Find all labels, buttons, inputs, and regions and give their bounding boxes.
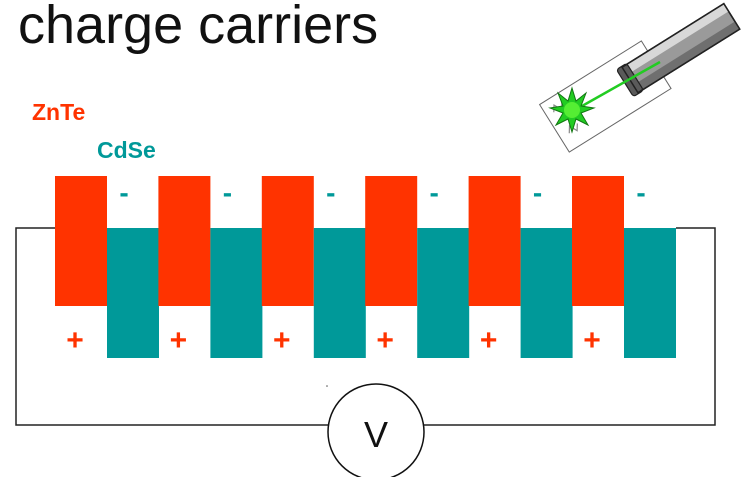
znte-bar <box>572 176 624 306</box>
cdse-bar <box>417 228 470 358</box>
circuit-wire <box>15 227 716 426</box>
voltmeter: V <box>327 383 425 477</box>
negative-charge: - <box>636 177 645 208</box>
positive-charge: + <box>583 324 601 357</box>
znte-bar <box>158 176 211 306</box>
positive-charge: + <box>170 324 188 357</box>
cdse-label: CdSe <box>97 137 156 163</box>
positive-charge: + <box>376 324 394 357</box>
negative-charge: - <box>430 177 439 208</box>
laser-tube <box>616 2 741 97</box>
cdse-bar <box>520 228 573 358</box>
cdse-bar <box>624 228 676 358</box>
voltmeter-label: V <box>364 414 388 455</box>
negative-charge: - <box>223 177 232 208</box>
stray-dot <box>326 385 328 387</box>
znte-bar <box>261 176 314 306</box>
cdse-bar <box>107 228 159 358</box>
positive-charge: + <box>273 324 291 357</box>
cdse-bar <box>210 228 263 358</box>
znte-bar <box>55 176 107 306</box>
positive-charge: + <box>480 324 498 357</box>
cdse-bar <box>313 228 366 358</box>
material-bars <box>55 176 676 358</box>
znte-label: ZnTe <box>32 99 86 125</box>
laser-illustration <box>538 2 741 153</box>
laser-beam <box>574 60 661 112</box>
laser-spot <box>548 86 596 134</box>
page-title: charge carriers <box>18 0 379 55</box>
negative-charge: - <box>533 177 542 208</box>
znte-bar <box>468 176 521 306</box>
positive-charge: + <box>66 324 84 357</box>
voltmeter-circle <box>327 383 425 477</box>
charge-signs: - + - + - + - + - + - + <box>66 177 645 357</box>
negative-charge: - <box>326 177 335 208</box>
znte-bar <box>365 176 418 306</box>
negative-charge: - <box>119 177 128 208</box>
